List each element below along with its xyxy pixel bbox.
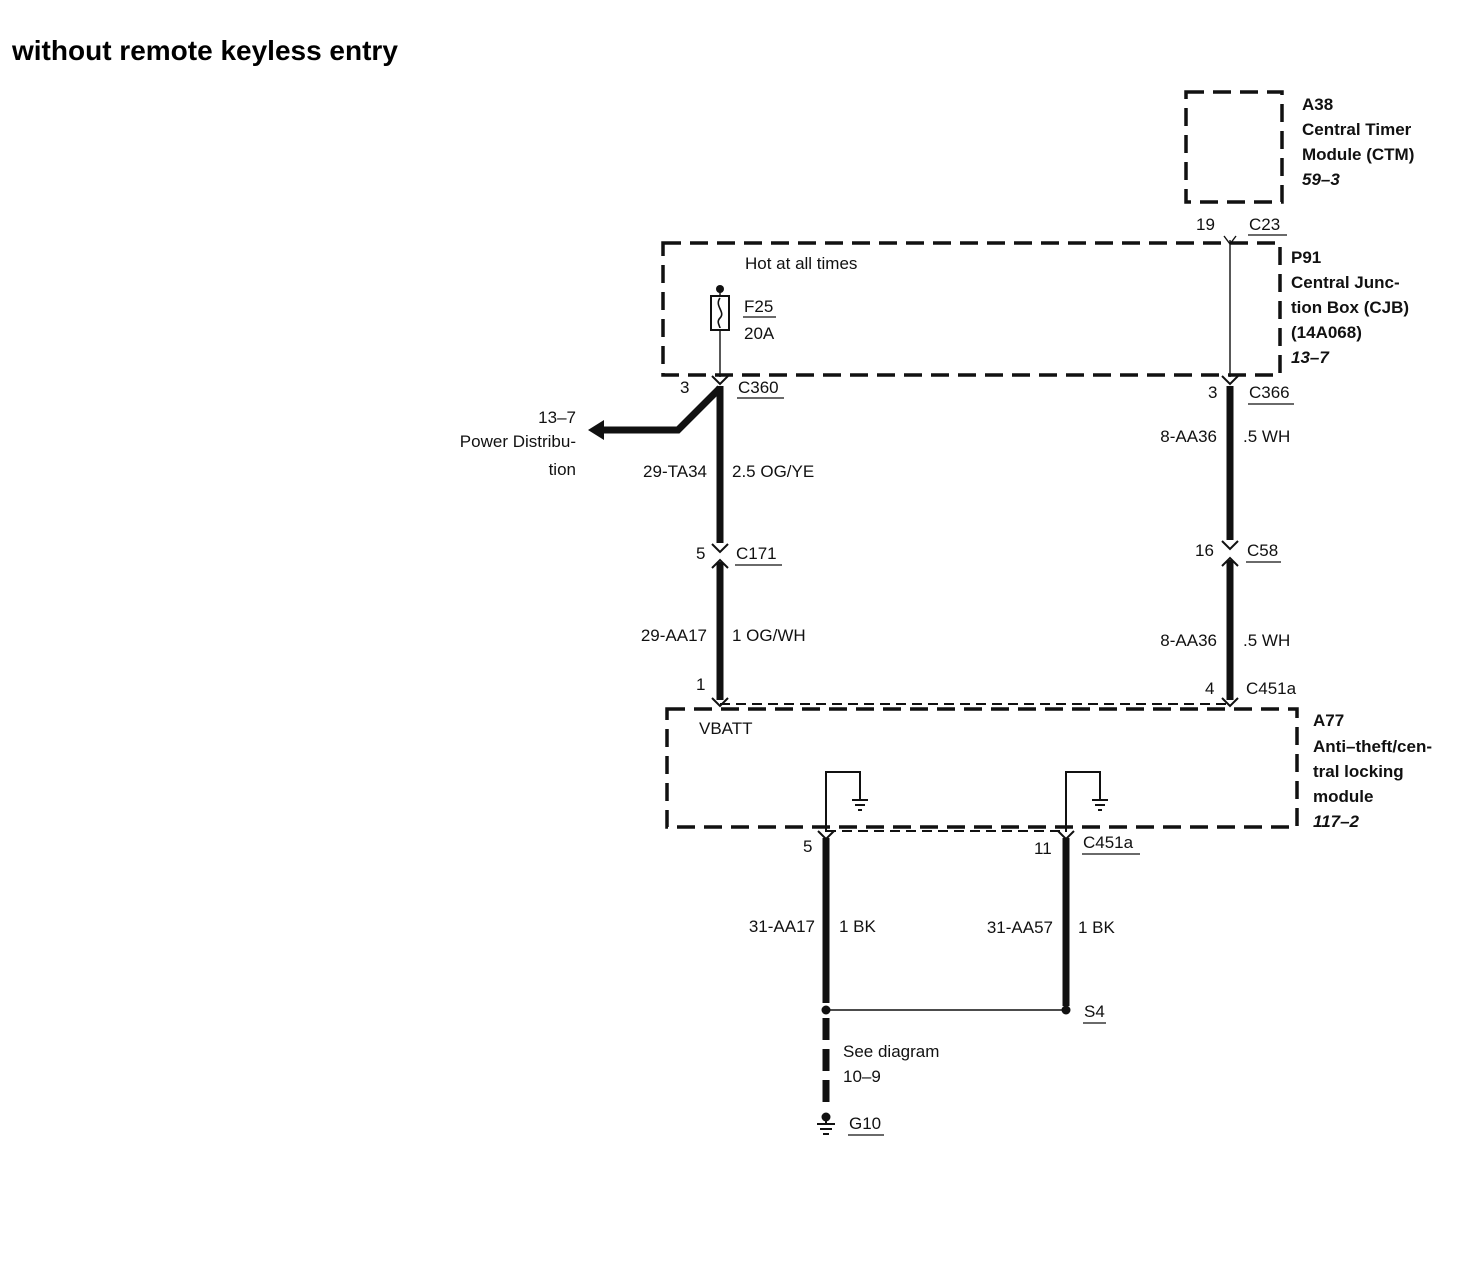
w6-spec: 1 BK xyxy=(1078,918,1116,937)
c451a-pin1: 1 xyxy=(696,675,705,694)
diagram-title: without remote keyless entry xyxy=(11,35,398,66)
ctm-name-1: Central Timer xyxy=(1302,120,1412,139)
c451a-top-name: C451a xyxy=(1246,679,1297,698)
w2-spec: 1 OG/WH xyxy=(732,626,806,645)
internal-ground-right-wire xyxy=(1065,771,1101,832)
c171-name: C171 xyxy=(736,544,777,563)
c171-connector-top-icon xyxy=(711,543,729,554)
c360-name: C360 xyxy=(738,378,779,397)
arrow-left-icon xyxy=(588,420,604,440)
c366-name: C366 xyxy=(1249,383,1290,402)
ctm-id: A38 xyxy=(1302,95,1333,114)
w1-circuit: 29-TA34 xyxy=(643,462,707,481)
g10-ground-icon xyxy=(817,1117,835,1135)
w3-circuit: 8-AA36 xyxy=(1160,427,1217,446)
c451a-bottom-name: C451a xyxy=(1083,833,1134,852)
w5-spec: 1 BK xyxy=(839,917,877,936)
c451a-pin4-connector-icon xyxy=(1221,697,1239,708)
splice-name: S4 xyxy=(1084,1002,1105,1021)
power-distribution-branch xyxy=(602,385,723,434)
splice-dot-left xyxy=(821,1005,831,1015)
cjb-name-3: (14A068) xyxy=(1291,323,1362,342)
c23-connector-icon xyxy=(1223,235,1237,246)
c366-pin: 3 xyxy=(1208,383,1217,402)
c451a-pin4: 4 xyxy=(1205,679,1214,698)
ctm-box xyxy=(1184,90,1284,204)
module-name-2: tral locking xyxy=(1313,762,1404,781)
c171-connector-bottom-icon xyxy=(711,558,729,569)
power-dist-ref: 13–7 xyxy=(538,408,576,427)
splice-dot-right xyxy=(1061,1005,1071,1015)
w6-circuit: 31-AA57 xyxy=(987,918,1053,937)
internal-ground-left-wire xyxy=(825,771,861,832)
power-dist-line2: tion xyxy=(549,460,576,479)
fuse-name: F25 xyxy=(744,297,773,316)
c58-connector-top-icon xyxy=(1221,540,1239,551)
w4-circuit: 8-AA36 xyxy=(1160,631,1217,650)
module-box xyxy=(665,707,1299,829)
module-name-1: Anti–theft/cen- xyxy=(1313,737,1432,756)
c451a-pin5: 5 xyxy=(803,837,812,856)
module-ref: 117–2 xyxy=(1313,812,1360,831)
w2-circuit: 29-AA17 xyxy=(641,626,707,645)
c360-pin: 3 xyxy=(680,378,689,397)
c58-pin: 16 xyxy=(1195,541,1214,560)
ground-left-icon xyxy=(852,799,868,811)
ground-right-icon xyxy=(1092,799,1108,811)
w5-circuit: 31-AA17 xyxy=(749,917,815,936)
ground-name: G10 xyxy=(849,1114,881,1133)
c451a-pin5-connector-icon xyxy=(817,830,835,841)
see-diagram-line1: See diagram xyxy=(843,1042,939,1061)
fuse-rating: 20A xyxy=(744,324,775,343)
power-dist-line1: Power Distribu- xyxy=(460,432,576,451)
ctm-pin: 19 xyxy=(1196,215,1215,234)
c451a-pin1-connector-icon xyxy=(711,697,729,708)
c58-name: C58 xyxy=(1247,541,1278,560)
ctm-ref: 59–3 xyxy=(1302,170,1340,189)
cjb-box xyxy=(661,241,1282,377)
c366-connector-icon xyxy=(1221,375,1239,386)
fuse-body xyxy=(710,295,730,331)
fuse-element-icon xyxy=(717,297,723,329)
see-diagram-line2: 10–9 xyxy=(843,1067,881,1086)
cjb-name-1: Central Junc- xyxy=(1291,273,1400,292)
ctm-name-2: Module (CTM) xyxy=(1302,145,1414,164)
cjb-ref: 13–7 xyxy=(1291,348,1330,367)
c58-connector-bottom-icon xyxy=(1221,556,1239,567)
cjb-note: Hot at all times xyxy=(745,254,857,273)
module-name-3: module xyxy=(1313,787,1373,806)
cjb-name-2: tion Box (CJB) xyxy=(1291,298,1409,317)
module-id: A77 xyxy=(1313,711,1344,730)
w3-spec: .5 WH xyxy=(1243,427,1290,446)
ctm-connector: C23 xyxy=(1249,215,1280,234)
c451a-pin11: 11 xyxy=(1034,839,1052,858)
w4-spec: .5 WH xyxy=(1243,631,1290,650)
module-vbatt-label: VBATT xyxy=(699,719,753,738)
w1-spec: 2.5 OG/YE xyxy=(732,462,814,481)
c171-pin: 5 xyxy=(696,544,705,563)
c451a-pin11-connector-icon xyxy=(1057,830,1075,841)
cjb-id: P91 xyxy=(1291,248,1321,267)
c360-connector-icon xyxy=(711,375,729,386)
